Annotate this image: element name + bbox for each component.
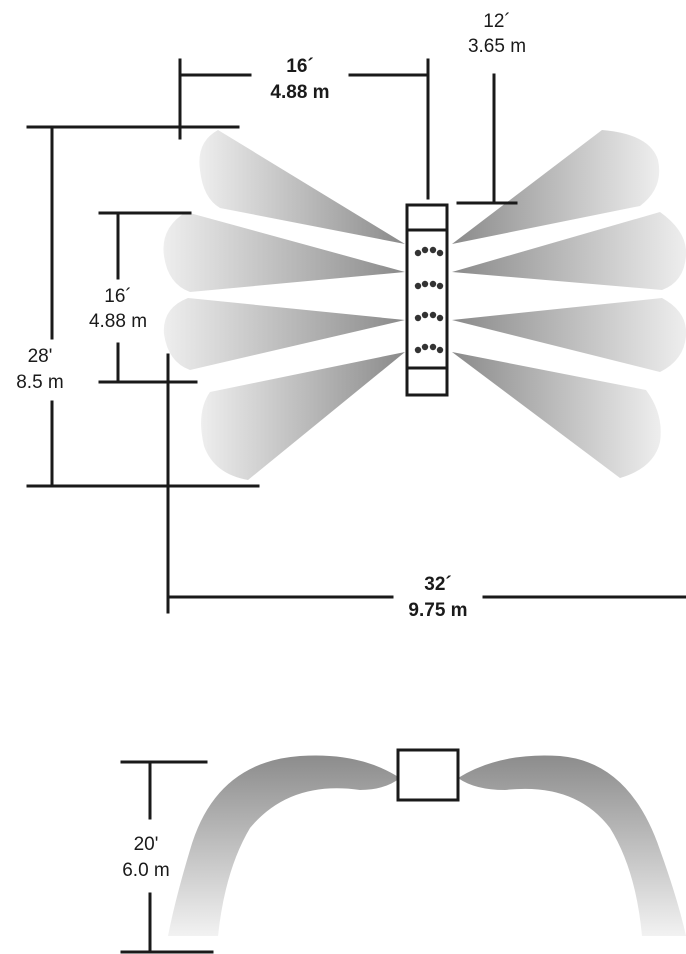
dim-inner-height-meters: 4.88 m: [89, 311, 147, 332]
dimension-total-range: 32´ 9.75 m: [166, 353, 686, 621]
dim-side-height-meters: 6.0 m: [122, 860, 170, 881]
beam-arch-left: [168, 755, 400, 936]
beam-right-3: [452, 298, 686, 372]
beam-left-3: [163, 298, 405, 370]
beam-fan-right: [452, 130, 686, 478]
dim-offset-meters: 3.65 m: [468, 36, 526, 57]
side-view-beams: [168, 755, 686, 936]
dimension-side-height: 20' 6.0 m: [120, 760, 214, 954]
beam-fan-left: [163, 130, 405, 480]
beam-left-4: [201, 352, 405, 480]
dimension-outer-height: 28' 8.5 m: [16, 125, 260, 488]
sensor-unit-top-view: [405, 203, 449, 397]
dim-total-range-meters: 9.75 m: [408, 600, 467, 621]
dim-side-height-feet: 20': [134, 834, 159, 855]
beam-left-2: [163, 212, 405, 292]
dim-offset-feet: 12´: [483, 11, 510, 32]
beam-right-4: [452, 352, 661, 478]
dim-top-width-feet: 16´: [286, 56, 313, 77]
dim-inner-height-feet: 16´: [104, 286, 131, 307]
beam-right-2: [452, 212, 686, 290]
dim-outer-height-feet: 28': [28, 346, 53, 367]
dim-top-width-meters: 4.88 m: [270, 82, 329, 103]
dim-total-range-feet: 32´: [424, 574, 451, 595]
beam-arch-right: [458, 755, 686, 936]
beam-right-1: [452, 130, 660, 244]
sensor-unit-side-view: [396, 748, 460, 802]
dimension-inner-height: 16´ 4.88 m: [89, 211, 198, 384]
beam-left-1: [199, 130, 405, 244]
sensor-lenses: [414, 246, 444, 354]
dim-outer-height-meters: 8.5 m: [16, 372, 64, 393]
dimension-top-width: 16´ 4.88 m: [178, 56, 430, 200]
dimension-offset: 12´ 3.65 m: [456, 11, 526, 205]
